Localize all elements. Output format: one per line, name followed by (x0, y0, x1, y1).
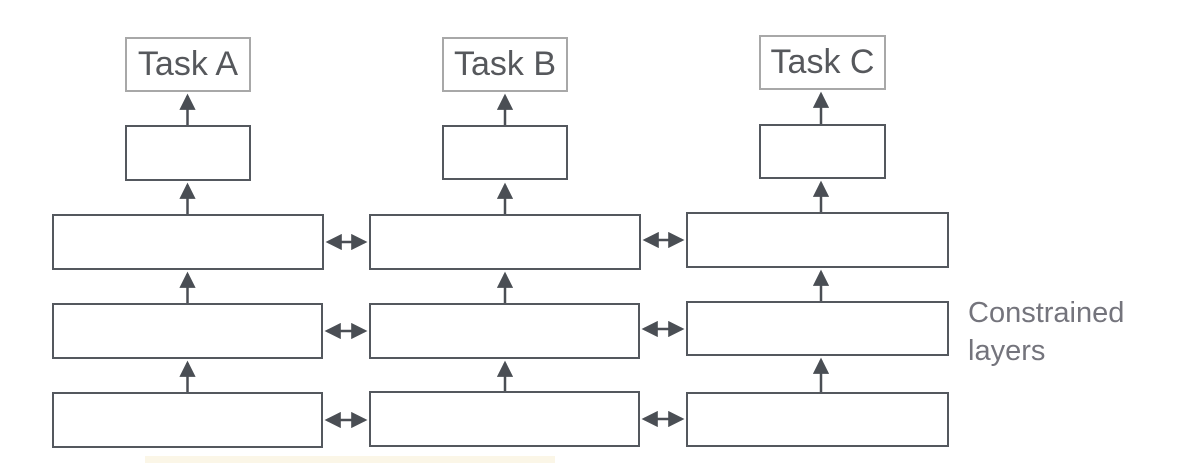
box-a-row3 (52, 392, 323, 448)
box-c-row2 (686, 301, 949, 356)
box-b-top (442, 125, 568, 180)
highlight-strip (145, 456, 555, 463)
box-c-top (759, 124, 886, 179)
box-b-row2 (369, 303, 640, 359)
box-a-top (125, 125, 251, 181)
box-a-row2 (52, 303, 323, 359)
constrained-layers-annotation: Constrained layers (968, 297, 1125, 367)
task-b-label: Task B (453, 45, 557, 83)
box-b-row3 (369, 391, 640, 447)
task-a-label: Task A (137, 45, 239, 83)
task-box-c: Task C (759, 35, 886, 90)
box-a-row1 (52, 214, 324, 270)
task-box-b: Task B (442, 37, 568, 92)
box-c-row3 (686, 392, 949, 447)
box-b-row1 (369, 214, 641, 270)
task-c-label: Task C (770, 43, 875, 81)
box-c-row1 (686, 212, 949, 268)
task-box-a: Task A (125, 37, 251, 92)
